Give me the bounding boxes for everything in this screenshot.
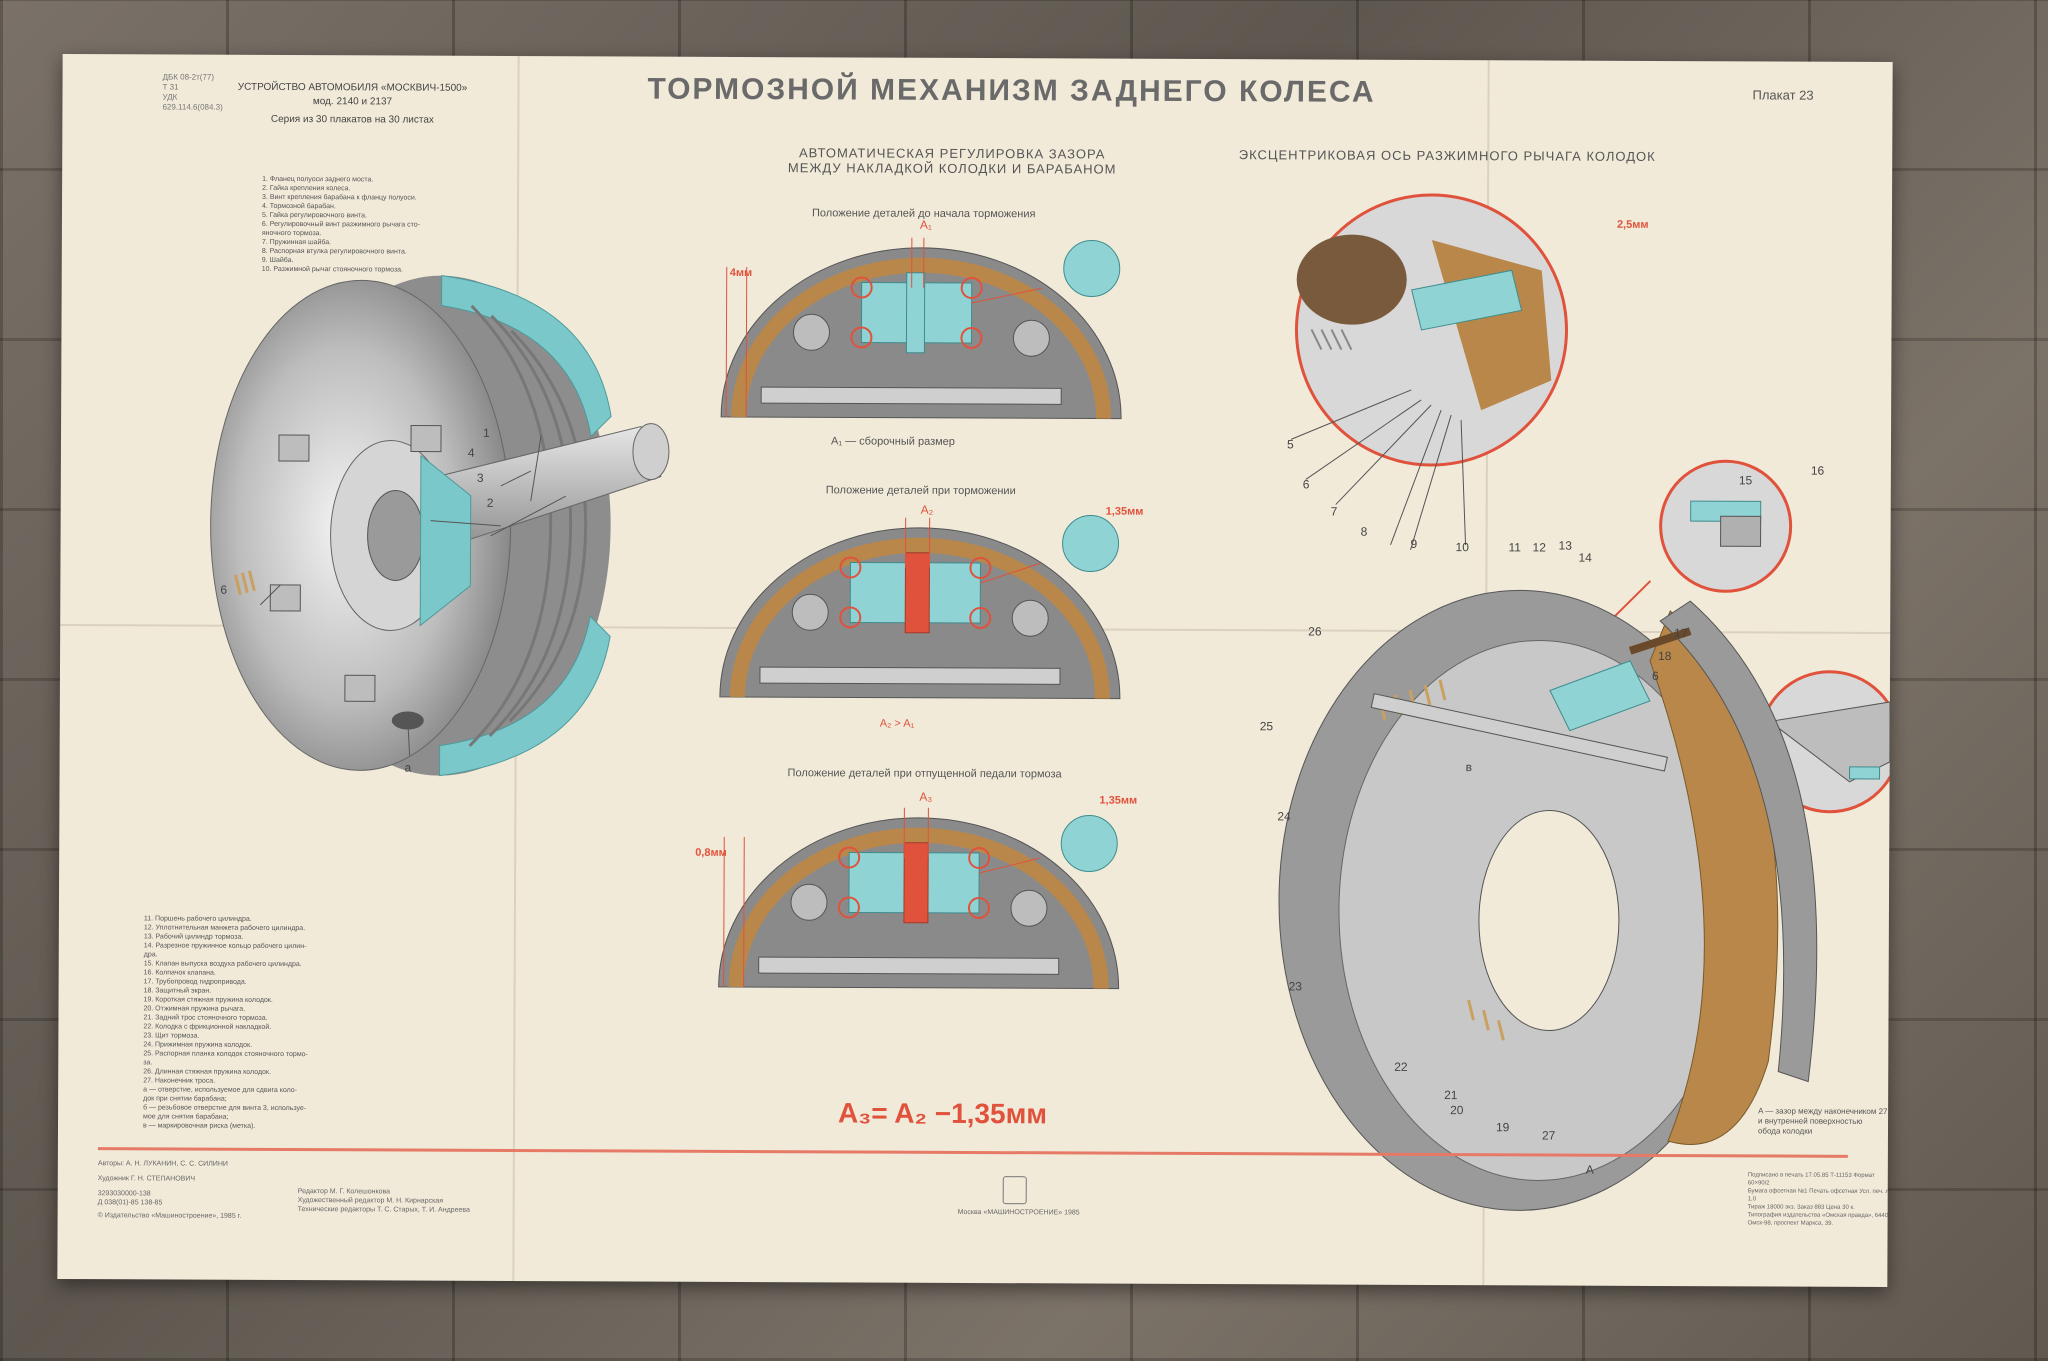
caption-during-braking: Положение деталей при торможении	[825, 484, 1016, 498]
brake-drum-illustration	[210, 275, 670, 777]
callout-label: 27	[1541, 1128, 1556, 1143]
legend-bottom: 11. Поршень рабочего цилиндра. 12. Уплот…	[143, 914, 308, 1131]
callout-label: 20	[1450, 1103, 1464, 1118]
label-gap-a: A	[1585, 1162, 1594, 1177]
callout-label: 21	[1444, 1088, 1458, 1103]
callout-label: 6	[1651, 668, 1659, 683]
callout-label: 8	[1360, 524, 1368, 539]
dimension-1-35mm: 1,35мм	[1105, 505, 1144, 518]
callout-label: 16	[1810, 463, 1825, 478]
callout-label: 2	[486, 495, 494, 510]
publisher-logo	[1002, 1176, 1027, 1205]
label-a2: A₂	[920, 502, 934, 517]
catalog-codes: ДБК 08-2т(77) Т 31 УДК 629.114.6(084.3)	[162, 72, 223, 112]
callout-label: 1	[483, 425, 490, 440]
callout-label: в	[1465, 760, 1472, 775]
note-a2: A₂ > A₁	[879, 717, 915, 730]
callout-label: 19	[1495, 1120, 1510, 1135]
caption-pedal-released: Положение деталей при отпущенной педали …	[787, 767, 1062, 781]
brake-assembly-illustration	[1278, 193, 1893, 1211]
callout-label: 7	[1330, 504, 1338, 519]
callout-label: 26	[1308, 624, 1322, 639]
poster-number: Плакат 23	[1752, 87, 1814, 103]
adjuster-diagram-3	[718, 807, 1120, 990]
callout-label: 6	[220, 582, 228, 597]
right-section-title: ЭКСЦЕНТРИКОВАЯ ОСЬ РАЗЖИМНОГО РЫЧАГА КОЛ…	[1238, 147, 1656, 164]
note-gap-a: A — зазор между наконечником 27 и внутре…	[1757, 1106, 1888, 1136]
adjuster-diagram-2	[719, 515, 1121, 700]
label-a1: A₁	[919, 217, 933, 232]
center-section-title: АВТОМАТИЧЕСКАЯ РЕГУЛИРОВКА ЗАЗОРА МЕЖДУ …	[787, 145, 1117, 177]
callout-label: 9	[1410, 536, 1418, 551]
callout-label: 14	[1578, 550, 1592, 565]
callout-label: 6	[1302, 477, 1310, 492]
callout-label: 11	[1508, 540, 1522, 555]
note-a1: A₁ — сборочный размер	[830, 435, 955, 448]
callout-label: 18	[1658, 648, 1672, 664]
legend-item: в — маркировочная риска (метка).	[142, 1122, 256, 1130]
callout-label: 3	[476, 470, 484, 485]
adjuster-diagram-1	[720, 237, 1122, 420]
series-info: УСТРОЙСТВО АВТОМОБИЛЯ «МОСКВИЧ-1500» мод…	[237, 81, 468, 126]
callout-label: а	[404, 760, 412, 775]
dimension-0-8mm: 0,8мм	[695, 846, 727, 859]
callout-label: 24	[1277, 809, 1291, 824]
callout-label: 10	[1455, 540, 1469, 555]
poster-title: ТОРМОЗНОЙ МЕХАНИЗМ ЗАДНЕГО КОЛЕСА	[647, 72, 1376, 109]
footer-editors: Редактор М. Г. Колешонкова Художественны…	[297, 1188, 470, 1214]
callout-label: 25	[1259, 719, 1274, 734]
callout-label: 12	[1532, 540, 1546, 555]
dimension-4mm: 4мм	[729, 266, 753, 280]
legend-item: 14. Разрезное пружинное кольцо рабочего …	[143, 942, 307, 951]
callout-label: 23	[1288, 979, 1303, 994]
footer-authors: Авторы: А. Н. ЛУКАНИН, С. С. СИЛИНИ Худо…	[97, 1160, 242, 1220]
label-a3: A₃	[919, 789, 933, 804]
callout-label: 22	[1394, 1059, 1408, 1074]
callout-label: 4	[467, 445, 475, 460]
formula: A₃= A₂ −1,35мм	[838, 1097, 1048, 1130]
dimension-1-35mm-b: 1,35мм	[1099, 794, 1138, 807]
callout-label: 17	[1674, 626, 1688, 641]
footer-publisher: Москва «МАШИНОСТРОЕНИЕ» 1985	[957, 1208, 1080, 1217]
callout-label: 15	[1738, 473, 1753, 488]
footer-print-info: Подписано в печать 17.05.85 Т-11153 Форм…	[1747, 1172, 1893, 1227]
legend-item: 25. Распорная планка колодок стояночного…	[143, 1050, 308, 1059]
poster-sheet: ДБК 08-2т(77) Т 31 УДК 629.114.6(084.3) …	[57, 54, 1893, 1287]
dimension-2-5mm: 2,5мм	[1616, 218, 1649, 231]
callout-label: 5	[1286, 437, 1294, 452]
callout-label: 13	[1558, 538, 1572, 553]
